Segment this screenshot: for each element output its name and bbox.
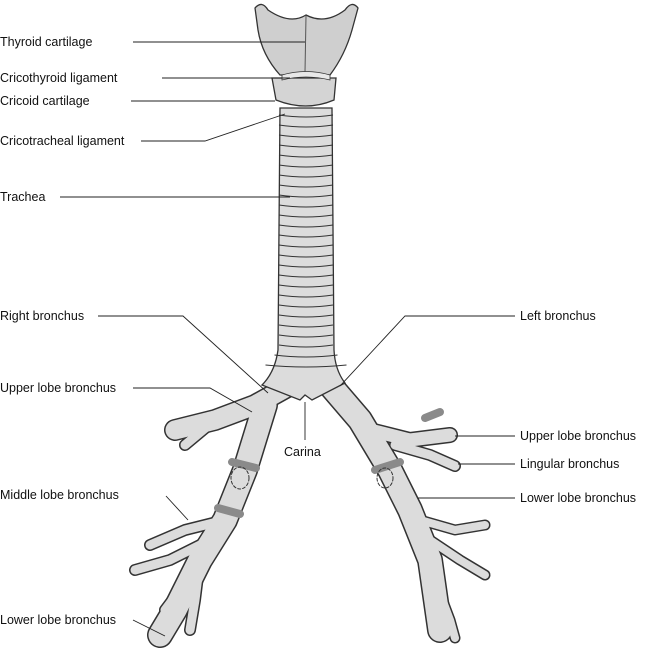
tracheal-ring bbox=[278, 234, 334, 238]
tracheal-ring bbox=[278, 154, 334, 158]
tracheal-ring bbox=[278, 344, 334, 348]
tracheal-ring bbox=[278, 114, 334, 118]
tracheal-ring bbox=[278, 134, 334, 138]
tracheal-ring bbox=[278, 144, 334, 148]
tracheal-ring bbox=[278, 194, 334, 198]
tracheal-ring bbox=[278, 124, 334, 128]
label-cricoid-cartilage: Cricoid cartilage bbox=[0, 94, 90, 108]
tracheal-ring bbox=[278, 184, 334, 188]
leader-lines bbox=[60, 41, 515, 637]
label-thyroid-cartilage: Thyroid cartilage bbox=[0, 35, 93, 49]
tracheal-ring bbox=[278, 214, 334, 218]
dark-cartilage-rings bbox=[214, 408, 444, 518]
tracheal-ring bbox=[278, 274, 334, 278]
bronchial-tree bbox=[129, 369, 491, 648]
label-right-bronchus: Right bronchus bbox=[0, 309, 85, 323]
label-trachea: Trachea bbox=[0, 190, 46, 204]
cricothyroid-ligament bbox=[281, 71, 331, 81]
tracheal-ring bbox=[278, 244, 334, 248]
tracheal-ring bbox=[274, 354, 338, 358]
trachea bbox=[260, 107, 347, 401]
tracheal-ring bbox=[265, 364, 347, 368]
label-right-lower-lobe-bronchus: Lower lobe bronchus bbox=[0, 613, 117, 627]
tracheal-ring bbox=[278, 314, 334, 318]
tracheal-ring bbox=[278, 224, 334, 228]
label-lingular-bronchus: Lingular bronchus bbox=[520, 457, 620, 471]
label-carina: Carina bbox=[284, 445, 321, 459]
tracheal-ring bbox=[278, 204, 334, 208]
label-left-lower-lobe-bronchus: Lower lobe bronchus bbox=[520, 491, 637, 505]
tracheal-ring bbox=[278, 334, 334, 338]
cricoid-cartilage bbox=[271, 77, 337, 107]
tracheal-ring bbox=[278, 324, 334, 328]
label-left-bronchus: Left bronchus bbox=[520, 309, 596, 323]
tracheal-ring bbox=[278, 264, 334, 268]
tracheal-ring bbox=[278, 254, 334, 258]
label-right-upper-lobe-bronchus: Upper lobe bronchus bbox=[0, 381, 117, 395]
label-middle-lobe-bronchus: Middle lobe bronchus bbox=[0, 488, 119, 502]
tracheal-ring bbox=[278, 174, 334, 178]
larynx bbox=[254, 3, 359, 107]
tracheal-ring bbox=[278, 304, 334, 308]
label-left-upper-lobe-bronchus: Upper lobe bronchus bbox=[520, 429, 637, 443]
label-cricotracheal-ligament: Cricotracheal ligament bbox=[0, 134, 125, 148]
tracheal-ring bbox=[278, 294, 334, 298]
label-cricothyroid-ligament: Cricothyroid ligament bbox=[0, 71, 118, 85]
tracheal-ring bbox=[278, 164, 334, 168]
thyroid-cartilage bbox=[254, 3, 359, 76]
tracheal-ring bbox=[278, 284, 334, 288]
